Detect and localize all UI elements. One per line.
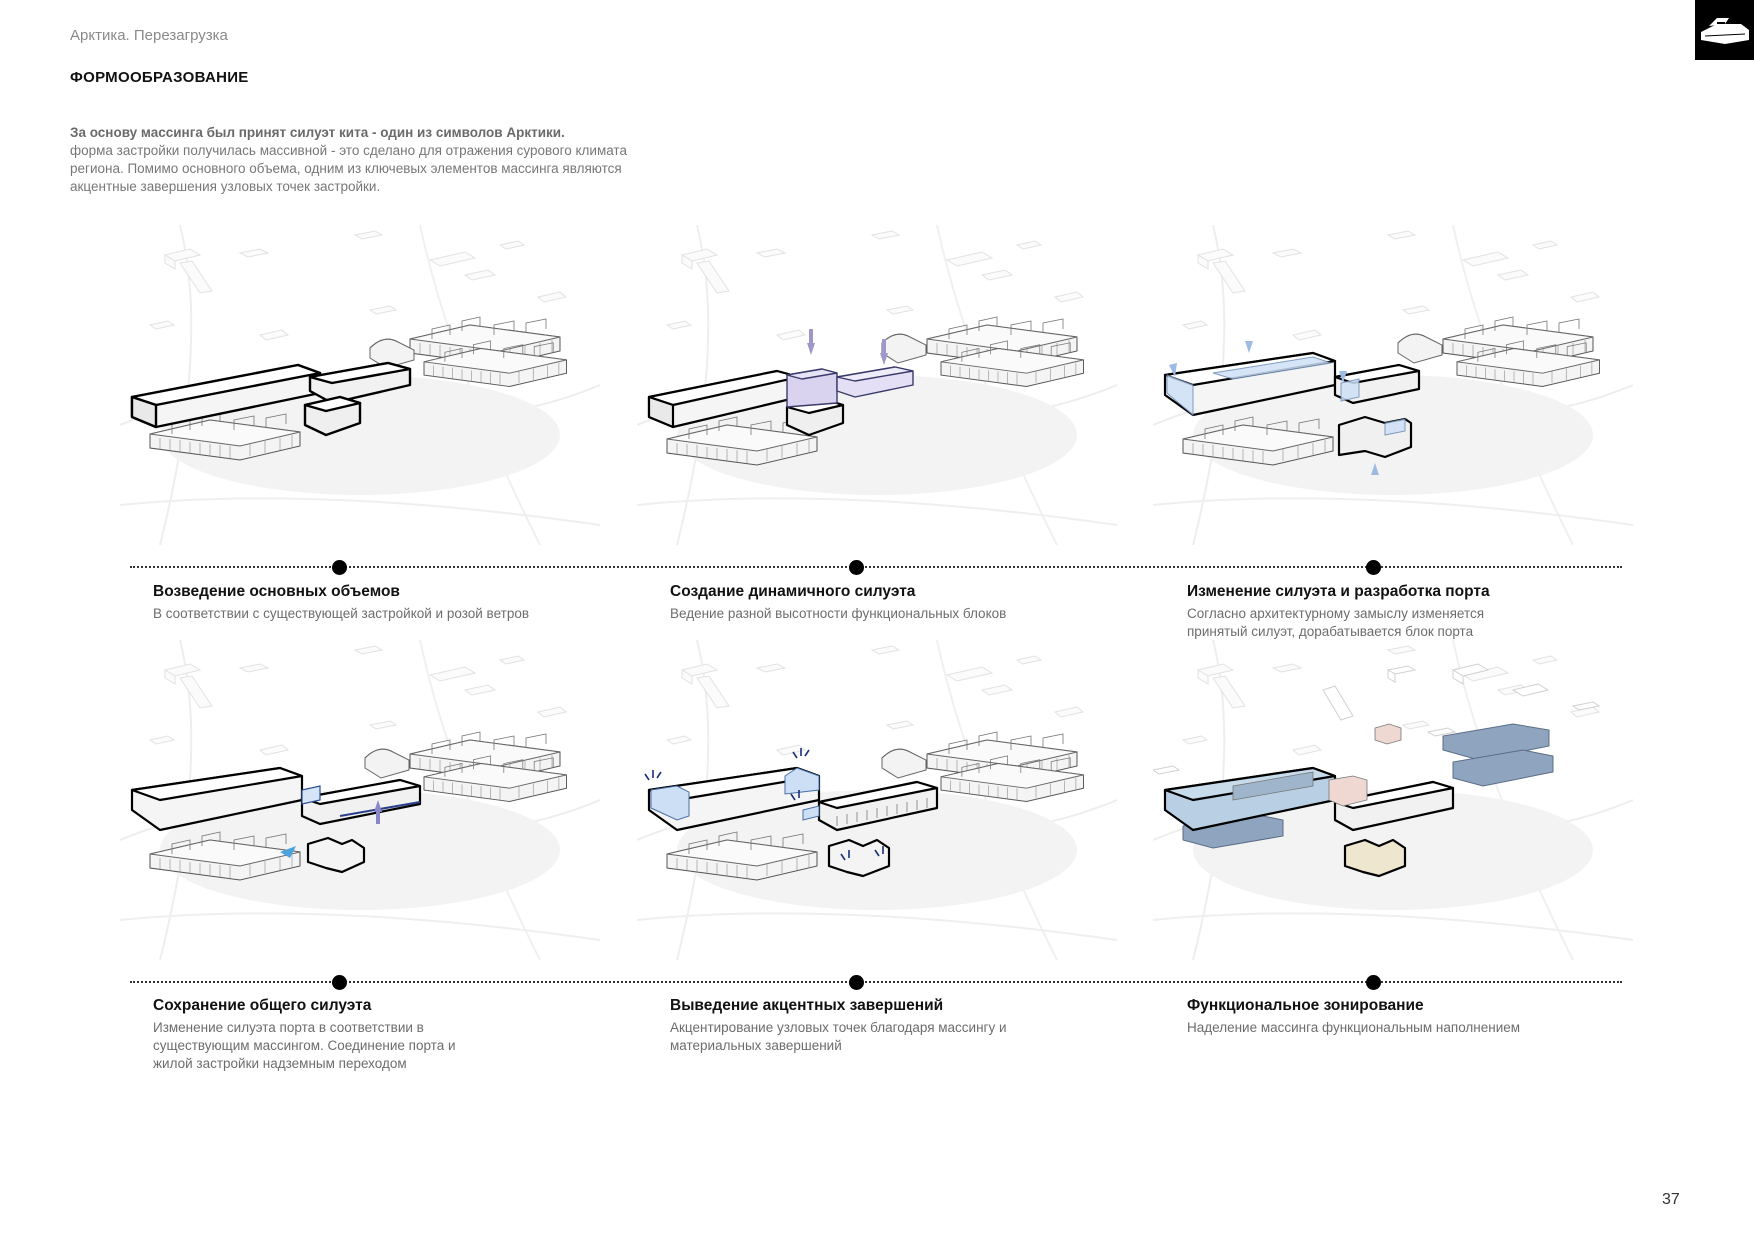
massing-diagram-4 bbox=[120, 640, 600, 960]
doc-title: Арктика. Перезагрузка bbox=[70, 27, 228, 44]
intro-text: За основу массинга был принят силуэт кит… bbox=[70, 124, 670, 196]
step-caption-6: Функциональное зонирование Наделение мас… bbox=[1187, 997, 1657, 1037]
timeline-row-2 bbox=[130, 981, 1622, 985]
section-title: ФОРМООБРАЗОВАНИЕ bbox=[70, 69, 249, 86]
timeline-node-3 bbox=[1366, 560, 1381, 575]
step-caption-5: Выведение акцентных завершений Акцентиро… bbox=[670, 997, 1070, 1055]
step-caption-3: Изменение силуэта и разработка порта Сог… bbox=[1187, 583, 1547, 641]
step-title: Изменение силуэта и разработка порта bbox=[1187, 583, 1490, 600]
step-description: Согласно архитектурному замыслу изменяет… bbox=[1187, 606, 1485, 639]
timeline-node-5 bbox=[849, 975, 864, 990]
building-logo-icon bbox=[1701, 18, 1749, 44]
page-number: 37 bbox=[1662, 1191, 1680, 1208]
step-title: Сохранение общего силуэта bbox=[153, 997, 372, 1014]
intro-body: форма застройки получилась массивной - э… bbox=[70, 143, 627, 194]
step-description: Наделение массинга функциональным наполн… bbox=[1187, 1020, 1521, 1035]
massing-diagram-6 bbox=[1153, 640, 1633, 960]
massing-diagram-3 bbox=[1153, 225, 1633, 545]
step-title: Возведение основных объемов bbox=[153, 583, 400, 600]
massing-diagram-5 bbox=[637, 640, 1117, 960]
step-description: Акцентирование узловых точек благодаря м… bbox=[670, 1020, 1007, 1053]
step-description: В соответствии с существующей застройкой… bbox=[153, 606, 530, 621]
timeline-node-4 bbox=[332, 975, 347, 990]
timeline-node-2 bbox=[849, 560, 864, 575]
step-title: Выведение акцентных завершений bbox=[670, 997, 944, 1014]
massing-diagram-1 bbox=[120, 225, 600, 545]
timeline-node-1 bbox=[332, 560, 347, 575]
massing-diagram-2 bbox=[637, 225, 1117, 545]
step-description: Ведение разной высотности функциональных… bbox=[670, 606, 1007, 621]
timeline-row-1 bbox=[130, 566, 1622, 570]
step-description: Изменение силуэта порта в соответствии в… bbox=[153, 1020, 456, 1071]
step-caption-2: Создание динамичного силуэта Ведение раз… bbox=[670, 583, 1140, 623]
timeline-node-6 bbox=[1366, 975, 1381, 990]
step-title: Создание динамичного силуэта bbox=[670, 583, 916, 600]
logo-box bbox=[1695, 0, 1754, 60]
step-caption-4: Сохранение общего силуэта Изменение силу… bbox=[153, 997, 493, 1073]
step-caption-1: Возведение основных объемов В соответств… bbox=[153, 583, 623, 623]
step-title: Функциональное зонирование bbox=[1187, 997, 1424, 1014]
intro-lead: За основу массинга был принят силуэт кит… bbox=[70, 125, 565, 140]
